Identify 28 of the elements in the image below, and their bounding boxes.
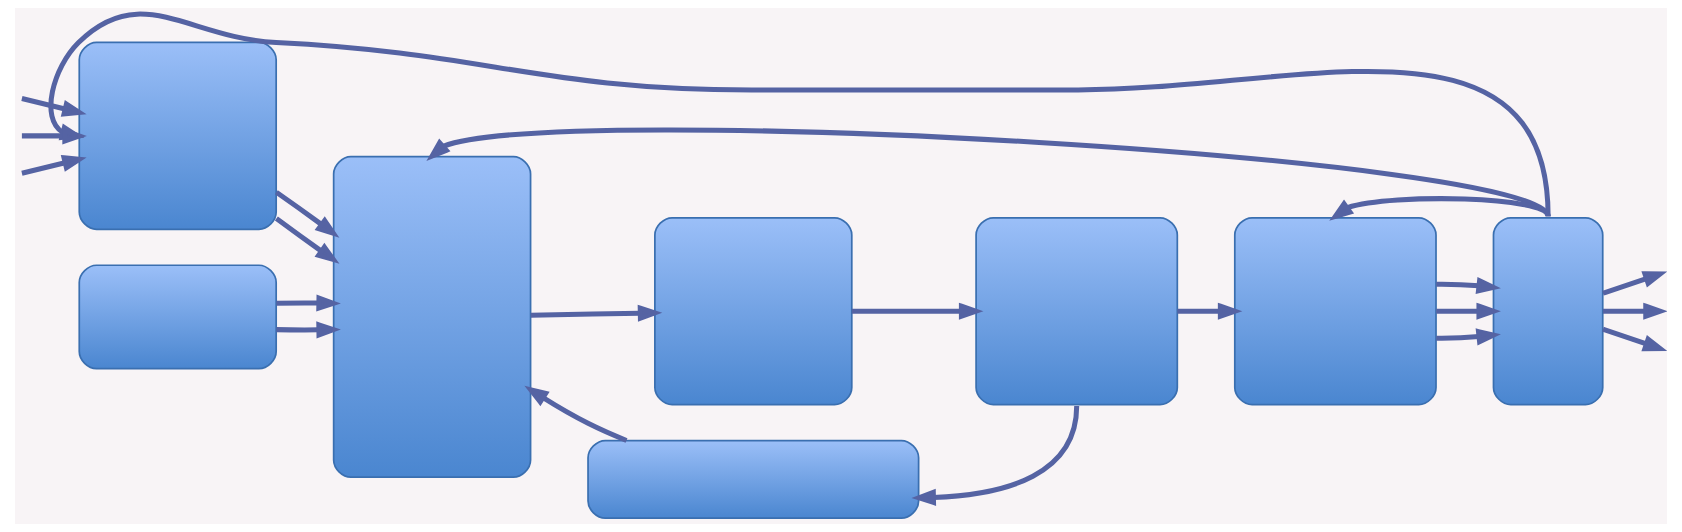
arrow	[1602, 326, 1667, 352]
node-box	[654, 216, 853, 406]
node-box	[1233, 216, 1437, 406]
node-box	[78, 41, 278, 231]
arrow	[851, 302, 984, 320]
arrow	[524, 385, 628, 443]
arrow	[274, 216, 340, 264]
arrow	[426, 127, 1550, 219]
arrow	[1436, 302, 1501, 320]
arrow	[1329, 196, 1551, 221]
arrow	[530, 304, 663, 322]
node-box	[1492, 216, 1604, 406]
arrow	[1602, 271, 1667, 296]
node-box	[587, 439, 920, 520]
arrow	[48, 12, 1551, 217]
arrow	[1436, 328, 1501, 346]
arrow	[274, 190, 340, 238]
arrow	[21, 96, 87, 117]
node-box	[975, 216, 1179, 406]
arrow	[1177, 302, 1243, 320]
arrow	[276, 294, 341, 312]
node-box	[78, 264, 278, 370]
node-box	[332, 155, 532, 479]
arrow	[21, 155, 87, 176]
arrow	[276, 321, 341, 339]
arrow	[1602, 302, 1667, 320]
arrow	[911, 405, 1080, 506]
arrow	[1436, 277, 1501, 295]
